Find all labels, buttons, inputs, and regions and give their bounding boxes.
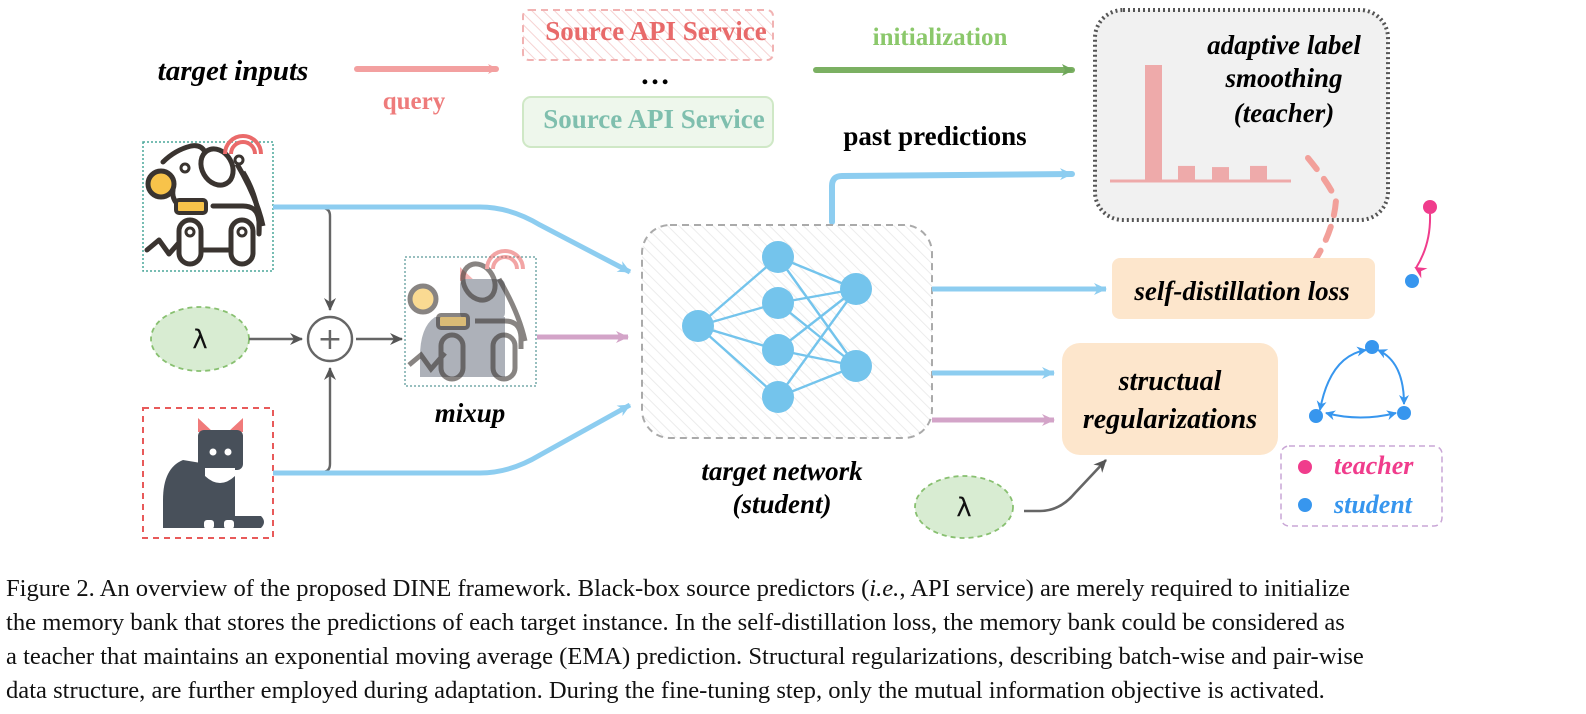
input-flows [273,204,632,476]
bar-histogram-icon [1110,65,1291,183]
robot-dog-icon [144,134,266,267]
mixup-label: mixup [435,398,506,428]
teacher-box-title-line2: smoothing [1224,63,1342,93]
self-distillation-loss-label: self-distillation loss [1133,276,1349,306]
nn-edge [697,325,779,398]
nn-edge [777,302,857,367]
nn-output-node [840,350,872,382]
caption-line-4: data structure, are further employed dur… [6,677,1325,704]
histogram-bar [1145,65,1162,181]
adaptive-label-smoothing-teacher-box: adaptive label smoothing (teacher) [1093,8,1390,222]
lambda-label-1: λ [192,325,207,355]
lambda-label-2: λ [956,493,971,523]
nn-hidden-node [762,287,794,319]
caption-line-2: the memory bank that stores the predicti… [6,609,1345,636]
nn-hidden-node [762,241,794,273]
teacher-box-title-line3: (teacher) [1234,98,1334,128]
query-label: query [383,88,446,115]
histogram-bar [1212,167,1229,181]
neural-network-icon [682,241,872,413]
target-network-label-line2: (student) [732,489,831,519]
target-network-label-line1: target network [701,456,863,486]
target-network-box [641,224,933,439]
nn-input-node [682,310,714,342]
structual-label-line1: structual [1118,366,1222,397]
nn-edge [777,288,857,351]
lambda-ellipse-2: λ [914,475,1014,539]
nn-hidden-node [762,334,794,366]
past-predictions-arrow [829,168,1075,225]
caption-line-1-a: Figure 2. An overview of the proposed DI… [6,575,870,602]
caption-ie: i.e. [869,575,900,602]
nn-edge [697,256,779,327]
figure-caption: Figure 2. An overview of the proposed DI… [6,572,1582,708]
mix-plus-operator: + [306,315,354,363]
output-flows [932,283,1107,426]
source-api-service-label-1: Source API Service [545,16,766,46]
nn-output-node [840,273,872,305]
teacher-box-title-line1: adaptive label [1207,30,1361,60]
legend-student-label: student [1333,490,1413,519]
source-api-service-label-2: Source API Service [543,104,764,134]
nn-edge [777,288,857,398]
mixup-robot-dog-icon [407,249,528,382]
source-api-service-box-2: Source API Service [522,96,774,148]
nn-edge [777,256,857,367]
initialization-label: initialization [873,24,1008,51]
student-pairwise-structure-icon [1309,340,1411,423]
mixup-image [404,249,537,387]
legend-student-dot [1298,498,1312,512]
self-distillation-loss-box: self-distillation loss [1112,258,1375,319]
target-inputs-label: target inputs [158,55,309,87]
source-api-service-box-1: Source API Service [522,9,774,61]
histogram-bar [1178,165,1195,181]
dine-framework-diagram: target inputs query Source API Service …… [142,8,1443,539]
cat-input-image [142,407,274,539]
ellipsis: … [640,58,670,91]
legend-teacher-dot [1298,460,1312,474]
cat-icon [163,418,264,529]
lambda-to-structual-arrow [1024,459,1107,513]
past-predictions-label: past predictions [843,121,1026,151]
lambda-ellipse-1: λ [150,306,250,372]
legend-teacher-label: teacher [1334,451,1414,480]
histogram-bar [1250,165,1267,181]
caption-line-3: a teacher that maintains an exponential … [6,643,1364,670]
robot-dog-input-image [142,134,274,272]
teacher-student-ema-icon [1405,200,1437,288]
structual-label-line2: regularizations [1083,404,1257,435]
caption-line-1: Figure 2. An overview of the proposed DI… [6,572,1582,606]
nn-hidden-node [762,381,794,413]
structual-regularizations-box: structual regularizations [1062,343,1278,455]
plus-sign: + [317,322,342,357]
caption-line-1-b: , API service) are merely required to in… [899,575,1351,602]
teacher-to-loss-arrow [1305,155,1340,274]
legend: teacher student [1280,445,1443,527]
